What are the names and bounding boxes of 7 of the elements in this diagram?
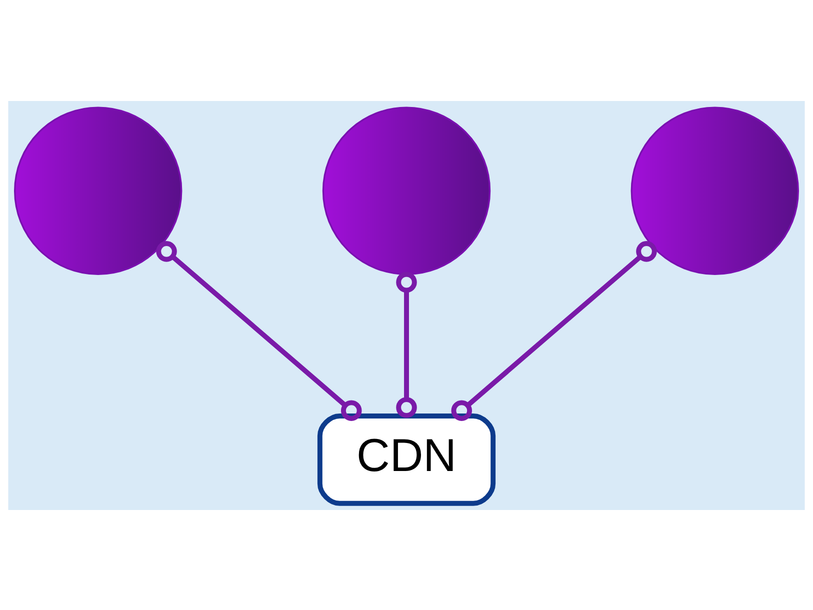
connector — [156, 240, 362, 420]
node-circle — [14, 106, 182, 274]
node-circle — [322, 106, 491, 274]
connector — [396, 271, 417, 418]
connector — [451, 240, 657, 420]
node-circle — [630, 106, 799, 274]
node-box: CDN — [317, 413, 496, 506]
